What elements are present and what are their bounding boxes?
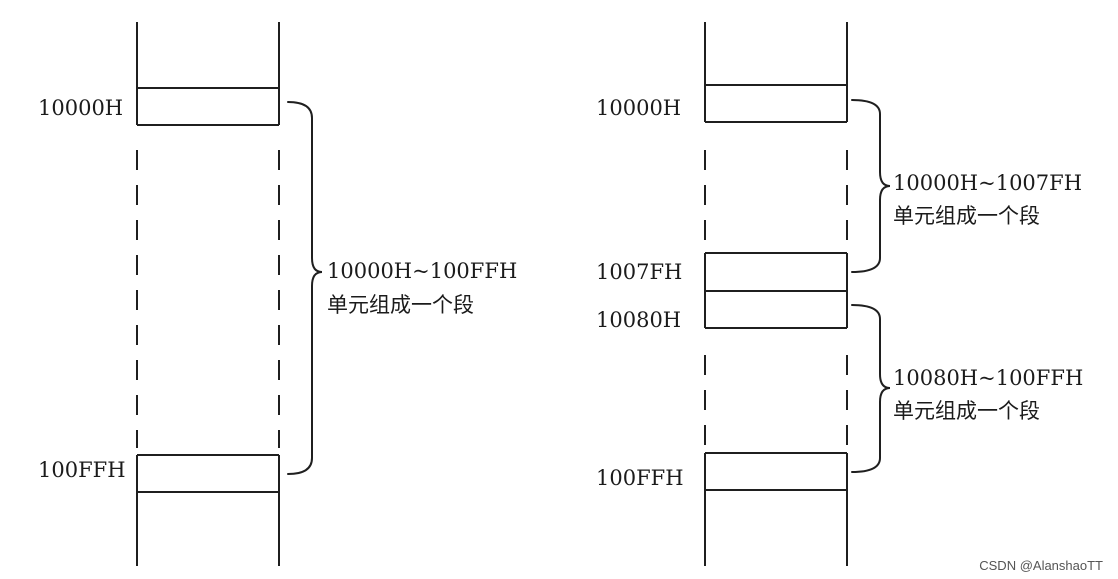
right-address-bottom: 100FFH (596, 466, 684, 490)
right-address-top: 10000H (596, 96, 681, 120)
right-memory-column (704, 22, 848, 566)
right-segment1-label-line1: 10000H~1007FH (893, 171, 1082, 195)
right-segment2-brace (851, 304, 891, 473)
left-top-unit-cell (136, 87, 280, 126)
left-segment-brace (287, 101, 323, 475)
right-bottom-unit-cell (704, 452, 848, 491)
left-bottom-unit-cell (136, 454, 280, 493)
left-address-bottom: 100FFH (38, 458, 126, 482)
left-memory-column (136, 22, 280, 566)
right-address-1007f: 1007FH (596, 260, 682, 284)
right-address-10080: 10080H (596, 308, 681, 332)
left-segment-label-line2: 单元组成一个段 (327, 293, 474, 317)
left-segment-label-line1: 10000H~100FFH (327, 259, 517, 283)
watermark-text: CSDN @AlanshaoTT (979, 558, 1103, 573)
right-segment2-label-line1: 10080H~100FFH (893, 366, 1083, 390)
right-top-unit-cell (704, 84, 848, 123)
left-address-top: 10000H (38, 96, 123, 120)
right-segment1-brace (851, 99, 891, 273)
right-segment2-label-line2: 单元组成一个段 (893, 399, 1040, 423)
right-middle-unit-cells (704, 252, 848, 329)
right-segment1-label-line2: 单元组成一个段 (893, 204, 1040, 228)
